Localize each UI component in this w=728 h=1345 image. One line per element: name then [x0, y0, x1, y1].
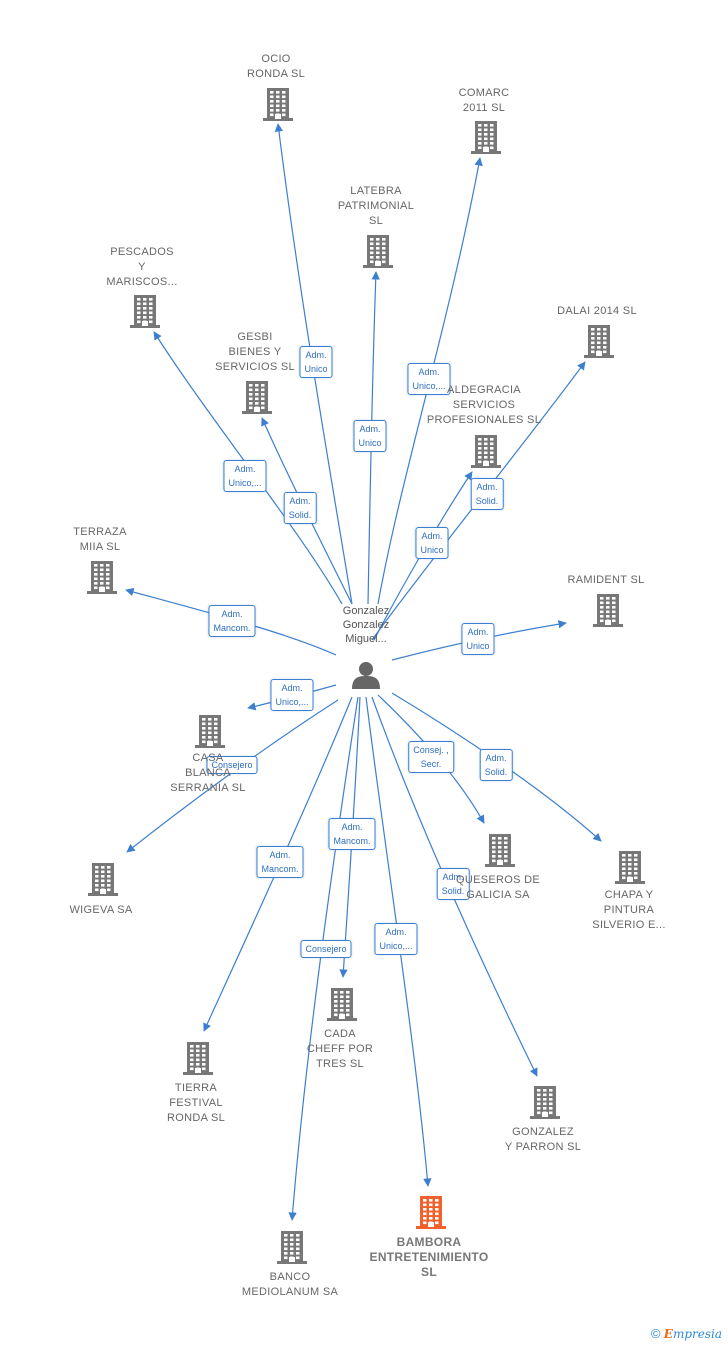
company-building-icon-banco[interactable] — [277, 1231, 307, 1264]
company-label-gesbi[interactable]: GESBI BIENES Y SERVICIOS SL — [215, 331, 295, 373]
edge-label-dalai[interactable]: Adm. Solid. — [470, 478, 504, 510]
edge-label-tierra[interactable]: Adm. Mancom. — [256, 846, 304, 878]
edge-ocio — [274, 123, 353, 605]
edge-label-banco[interactable]: Consejero — [300, 940, 352, 958]
nodes-layer — [87, 88, 645, 1264]
company-building-icon-casa[interactable] — [195, 715, 225, 748]
brand-initial: E — [663, 1327, 673, 1341]
company-label-ocio[interactable]: OCIO RONDA SL — [246, 53, 306, 80]
company-label-comarc[interactable]: COMARC 2011 SL — [458, 87, 510, 114]
company-building-icon-wigeva[interactable] — [88, 863, 118, 896]
company-building-icon-terraza[interactable] — [87, 561, 117, 594]
company-label-gonzalez[interactable]: GONZALEZ Y PARRON SL — [504, 1126, 582, 1153]
company-label-banco[interactable]: BANCO MEDIOLANUM SA — [241, 1271, 339, 1298]
person-icon[interactable] — [352, 662, 380, 689]
company-building-icon-tierra[interactable] — [183, 1042, 213, 1075]
company-building-icon-comarc[interactable] — [471, 121, 501, 154]
company-building-icon-gesbi[interactable] — [242, 381, 272, 414]
company-label-quesos[interactable]: QUESEROS DE GALICIA SA — [456, 874, 540, 901]
company-building-icon-quesos[interactable] — [485, 834, 515, 867]
company-label-chapa[interactable]: CHAPA Y PINTURA SILVERIO E... — [592, 889, 666, 931]
edge-label-pescados[interactable]: Adm. Unico,... — [223, 460, 267, 492]
company-label-latebra[interactable]: LATEBRA PATRIMONIAL SL — [337, 185, 415, 227]
company-building-icon-cada[interactable] — [327, 988, 357, 1021]
company-label-ramident[interactable]: RAMIDENT SL — [567, 574, 645, 586]
company-building-icon-dalai[interactable] — [584, 325, 614, 358]
center-person-name[interactable]: Gonzalez Gonzalez Miguel... — [342, 605, 390, 645]
edge-label-wigeva[interactable]: Consejero — [206, 756, 258, 774]
company-label-pescados[interactable]: PESCADOS Y MARISCOS... — [106, 246, 178, 288]
edge-label-latebra[interactable]: Adm. Unico — [353, 420, 387, 452]
company-building-icon-bambora[interactable] — [416, 1196, 446, 1229]
company-label-terraza[interactable]: TERRAZA MIIA SL — [73, 526, 127, 553]
edge-label-comarc[interactable]: Adm. Unico,... — [407, 363, 451, 395]
edge-label-cada[interactable]: Adm. Mancom. — [328, 818, 376, 850]
company-building-icon-pescados[interactable] — [130, 295, 160, 328]
company-label-aldegracia[interactable]: ALDEGRACIA SERVICIOS PROFESIONALES SL — [426, 384, 542, 426]
company-label-bambora[interactable]: BAMBORA ENTRETENIMIENTO SL — [369, 1235, 489, 1279]
edge-label-gonzalez[interactable]: Adm. Solid. — [436, 868, 470, 900]
company-label-wigeva[interactable]: WIGEVA SA — [69, 904, 133, 916]
company-label-casa[interactable]: CASA BLANCA SERRANIA SL — [170, 752, 246, 794]
edge-label-terraza[interactable]: Adm. Mancom. — [208, 605, 256, 637]
copyright-icon: © — [650, 1326, 661, 1341]
edge-label-ocio[interactable]: Adm. Unico — [299, 346, 333, 378]
company-label-dalai[interactable]: DALAI 2014 SL — [557, 305, 637, 317]
edge-label-chapa[interactable]: Adm. Solid. — [479, 749, 513, 781]
company-building-icon-latebra[interactable] — [363, 235, 393, 268]
edge-banco — [288, 696, 359, 1221]
brand-name: mpresia — [672, 1327, 722, 1341]
company-building-icon-aldegracia[interactable] — [471, 435, 501, 468]
brand-footer: © Empresia — [651, 1326, 722, 1341]
company-building-icon-gonzalez[interactable] — [530, 1086, 560, 1119]
company-building-icon-chapa[interactable] — [615, 851, 645, 884]
company-building-icon-ocio[interactable] — [263, 88, 293, 121]
edge-label-quesos[interactable]: Consej. , Secr. — [408, 741, 454, 773]
company-building-icon-ramident[interactable] — [593, 594, 623, 627]
edge-gonzalez — [371, 696, 538, 1077]
company-label-cada[interactable]: CADA CHEFF POR TRES SL — [306, 1028, 374, 1070]
edge-label-gesbi[interactable]: Adm. Solid. — [283, 492, 317, 524]
edge-comarc — [377, 157, 483, 605]
edge-label-bambora[interactable]: Adm. Unico,... — [374, 923, 418, 955]
edge-label-casa[interactable]: Adm. Unico,... — [270, 679, 314, 711]
edge-label-ramident[interactable]: Adm. Unico — [461, 623, 495, 655]
edge-label-aldegracia[interactable]: Adm. Unico — [415, 527, 449, 559]
company-label-tierra[interactable]: TIERRA FESTIVAL RONDA SL — [166, 1082, 226, 1124]
edge-wigeva — [126, 699, 339, 853]
